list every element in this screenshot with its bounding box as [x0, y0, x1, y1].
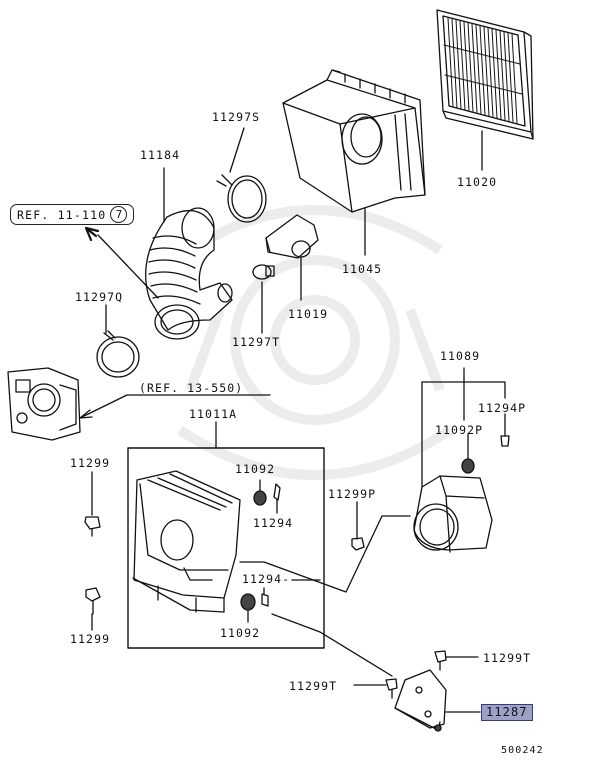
- grommet-11092p: [461, 458, 475, 474]
- label-11294p[interactable]: 11294P: [478, 401, 527, 415]
- intake-hose-11184: [145, 207, 233, 340]
- watermark-emblem-icon: [177, 205, 453, 480]
- hose-clamp-11297q: [96, 330, 140, 378]
- ref-13-550-callout[interactable]: (REF. 13-550): [139, 381, 244, 395]
- label-11297t[interactable]: 11297T: [232, 335, 281, 349]
- air-duct-11089: [413, 475, 493, 553]
- label-11299t-right[interactable]: 11299T: [483, 651, 532, 665]
- diagram-id: 500242: [501, 745, 544, 756]
- label-11299-upper[interactable]: 11299: [70, 456, 111, 470]
- label-11011a[interactable]: 11011A: [189, 407, 238, 421]
- label-11019[interactable]: 11019: [288, 307, 329, 321]
- label-11184[interactable]: 11184: [140, 148, 181, 162]
- throttle-body: [7, 367, 81, 441]
- label-11299t-left[interactable]: 11299T: [289, 679, 338, 693]
- label-11287-highlighted[interactable]: 11287: [481, 704, 533, 721]
- air-filter-element: [436, 9, 534, 140]
- ref-11-110-callout[interactable]: REF. 11-110 7: [10, 204, 135, 225]
- label-11299-lower[interactable]: 11299: [70, 632, 111, 646]
- label-11092-lower[interactable]: 11092: [220, 626, 261, 640]
- bolt-11299-lower: [85, 587, 101, 615]
- label-11297s[interactable]: 11297S: [212, 110, 261, 124]
- bolt-11299t-left: [385, 678, 398, 699]
- label-11299p[interactable]: 11299P: [328, 487, 377, 501]
- label-11092-upper[interactable]: 11092: [235, 462, 276, 476]
- label-11294-upper[interactable]: 11294: [253, 516, 294, 530]
- collar-11294p: [500, 435, 510, 447]
- hose-clamp-11297t: [252, 264, 275, 280]
- bolt-11299p: [351, 529, 365, 551]
- air-duct-11019: [265, 214, 319, 259]
- label-11089[interactable]: 11089: [440, 349, 481, 363]
- hose-clamp-11297s: [216, 174, 267, 223]
- grommet-11092-lower: [240, 593, 269, 611]
- label-11020[interactable]: 11020: [457, 175, 498, 189]
- air-cleaner-case: [282, 69, 426, 213]
- label-11297q[interactable]: 11297Q: [75, 290, 124, 304]
- bolt-11299t-right: [434, 650, 447, 671]
- ref-circle-number: 7: [110, 206, 128, 223]
- grommet-11092-upper: [253, 483, 281, 506]
- label-11045[interactable]: 11045: [342, 262, 383, 276]
- label-11294-lower[interactable]: 11294-: [242, 572, 291, 586]
- bolt-11299-upper: [84, 516, 101, 537]
- ref-11-110-text: REF. 11-110: [17, 207, 107, 222]
- bracket-11287: [394, 669, 447, 732]
- label-11092p[interactable]: 11092P: [435, 423, 484, 437]
- air-cleaner-bracket-11011a: [132, 470, 241, 613]
